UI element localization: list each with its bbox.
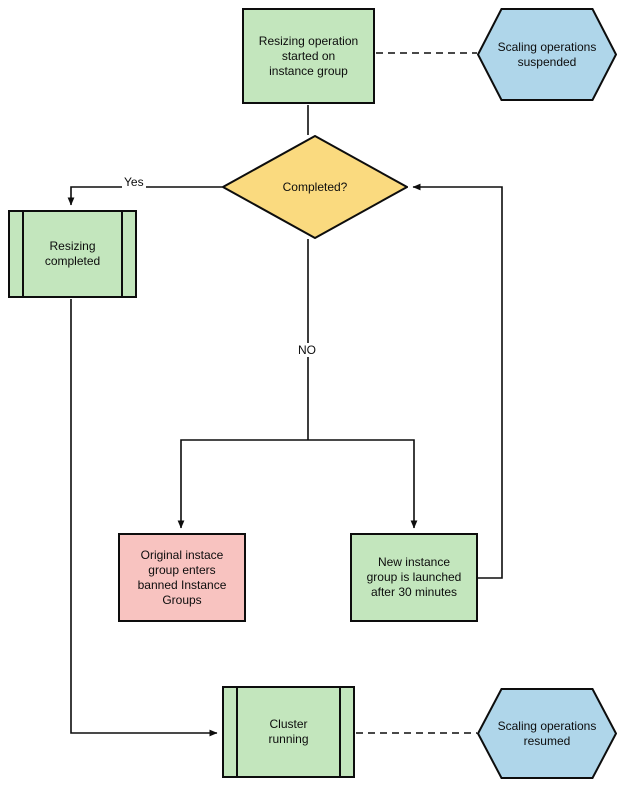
resizing-operation-started-label: Resizing operation started on instance g… xyxy=(258,33,359,78)
decision-diamond-shape xyxy=(223,136,407,238)
node-original-group-banned[interactable]: Original instace group enters banned Ins… xyxy=(118,533,246,622)
edge-completed-yes xyxy=(67,186,222,206)
new-instance-group-launched-label: New instance group is launched after 30 … xyxy=(366,555,462,599)
hexagon-shape xyxy=(478,9,616,100)
completed-decision-label: Completed? xyxy=(282,179,348,194)
edge-label-yes: Yes xyxy=(122,175,146,189)
resizing-completed-label: Resizing completed xyxy=(44,239,101,268)
node-scaling-operations-resumed[interactable]: Scaling operations resumed xyxy=(477,688,617,779)
cluster-running-label: Cluster running xyxy=(268,717,309,746)
edge-resizing-completed-to-cluster xyxy=(70,299,218,737)
edge-split-to-banned xyxy=(177,439,308,529)
node-resizing-completed[interactable]: Resizing completed xyxy=(8,210,137,298)
hexagon-outline xyxy=(477,688,617,779)
edge-new-group-to-completed xyxy=(412,183,503,579)
edge-label-no: NO xyxy=(296,343,318,357)
decision-diamond xyxy=(222,135,408,239)
node-completed-decision[interactable]: Completed? xyxy=(222,135,408,239)
node-cluster-running[interactable]: Cluster running xyxy=(222,686,355,778)
scaling-operations-resumed-label: Scaling operations resumed xyxy=(497,718,597,748)
scaling-operations-suspended-label: Scaling operations suspended xyxy=(497,39,597,69)
original-group-banned-label: Original instace group enters banned Ins… xyxy=(137,547,227,607)
edge-split-to-new-group xyxy=(308,439,418,529)
node-scaling-operations-suspended[interactable]: Scaling operations suspended xyxy=(477,8,617,101)
hexagon-outline xyxy=(477,8,617,101)
node-resizing-operation-started[interactable]: Resizing operation started on instance g… xyxy=(242,8,375,104)
hexagon-shape xyxy=(478,689,616,778)
node-new-instance-group-launched[interactable]: New instance group is launched after 30 … xyxy=(350,533,478,622)
